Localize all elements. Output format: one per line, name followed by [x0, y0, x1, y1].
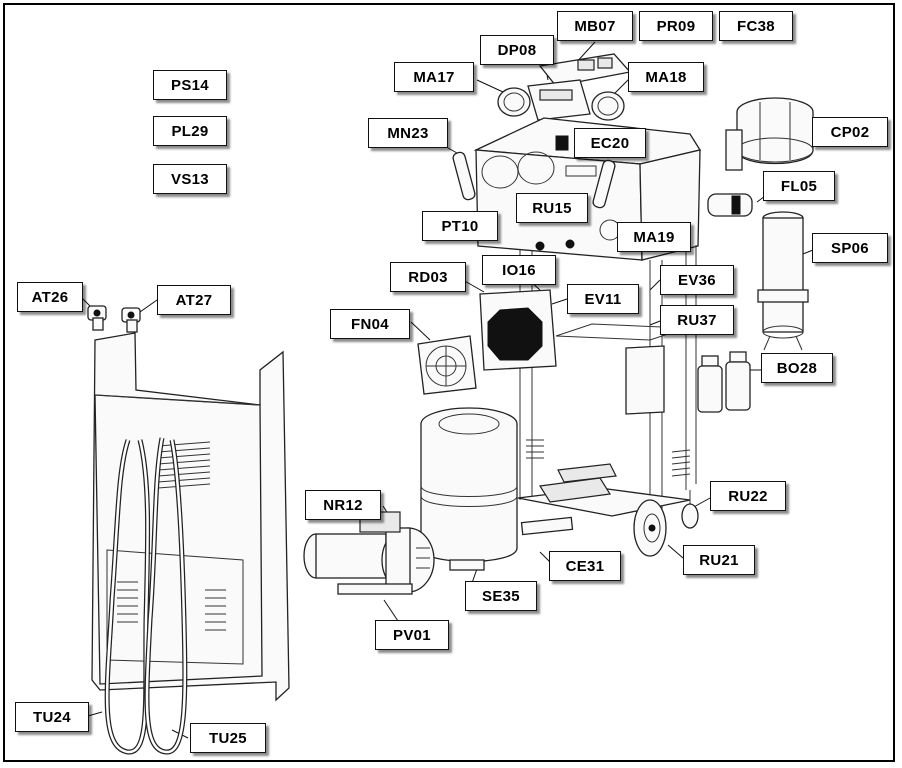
separator [757, 211, 809, 351]
label-RD03: RD03 [390, 262, 466, 292]
label-PS14: PS14 [153, 70, 227, 100]
label-SP06: SP06 [812, 233, 888, 263]
label-AT26: AT26 [17, 282, 83, 312]
caster-ru22 [681, 490, 699, 529]
label-MN23: MN23 [368, 118, 448, 148]
label-FN04: FN04 [330, 309, 410, 339]
label-MB07: MB07 [557, 11, 633, 41]
label-AT27: AT27 [157, 285, 231, 315]
wheel-ru21 [633, 499, 667, 557]
coupler-at27 [121, 307, 141, 333]
label-CP02: CP02 [812, 117, 888, 147]
label-RU15: RU15 [516, 193, 588, 223]
label-FL05: FL05 [763, 171, 835, 201]
label-EC20: EC20 [574, 128, 646, 158]
label-DP08: DP08 [480, 35, 554, 65]
vent-slots-lower [117, 581, 226, 631]
frame-vents [526, 439, 691, 477]
label-MA18: MA18 [628, 62, 704, 92]
label-RU21: RU21 [683, 545, 755, 575]
label-BO28: BO28 [761, 353, 833, 383]
solenoid-block [479, 289, 557, 371]
vacuum-pump [303, 511, 435, 595]
label-TU25: TU25 [190, 723, 266, 753]
fan [417, 335, 477, 395]
label-VS13: VS13 [153, 164, 227, 194]
rear-panel [91, 332, 290, 755]
label-SE35: SE35 [465, 581, 537, 611]
label-MA17: MA17 [394, 62, 474, 92]
label-RU22: RU22 [710, 481, 786, 511]
oil-bottles [697, 351, 751, 413]
label-EV36: EV36 [660, 265, 734, 295]
label-RU37: RU37 [660, 305, 734, 335]
label-MA19: MA19 [617, 222, 691, 252]
label-PV01: PV01 [375, 620, 449, 650]
label-PR09: PR09 [639, 11, 713, 41]
vent-slots-upper [157, 441, 211, 489]
compressor [725, 97, 814, 171]
label-NR12: NR12 [305, 490, 381, 520]
label-CE31: CE31 [549, 551, 621, 581]
tank [420, 407, 518, 571]
label-EV11: EV11 [567, 284, 639, 314]
label-TU24: TU24 [15, 702, 89, 732]
label-FC38: FC38 [719, 11, 793, 41]
coupler-at26 [87, 305, 107, 331]
top-electronics [497, 53, 632, 121]
filter [707, 193, 753, 217]
label-PT10: PT10 [422, 211, 498, 241]
label-IO16: IO16 [482, 255, 556, 285]
label-PL29: PL29 [153, 116, 227, 146]
